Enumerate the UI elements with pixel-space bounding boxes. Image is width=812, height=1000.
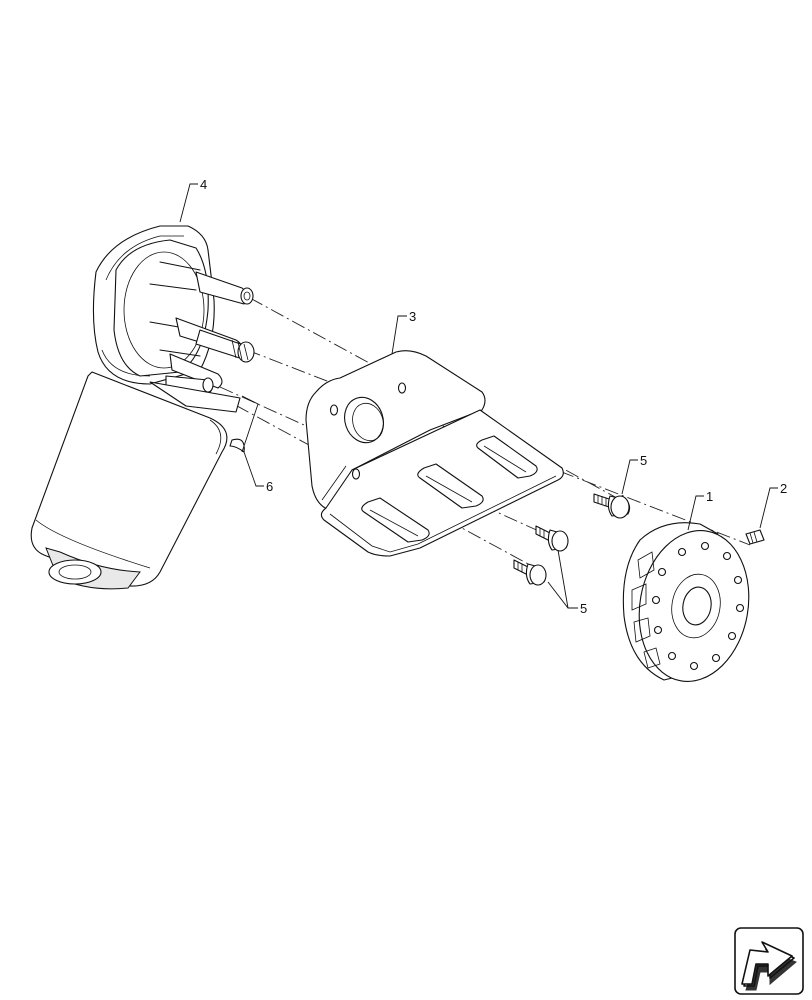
callout-6: 6 <box>266 479 273 494</box>
callout-2: 2 <box>780 481 787 496</box>
callout-4: 4 <box>200 177 207 192</box>
motor-part-4 <box>30 225 255 590</box>
bracket-part-3 <box>305 350 564 557</box>
next-page-arrow-icon[interactable] <box>734 927 804 995</box>
bolt-part-5-middle <box>535 525 569 552</box>
bolt-part-5-upper <box>593 493 631 519</box>
callout-leaders <box>179 183 778 609</box>
callout-5-upper: 5 <box>640 453 647 468</box>
pulley-part-1 <box>622 522 750 682</box>
callout-1: 1 <box>706 489 713 504</box>
callout-3: 3 <box>409 309 416 324</box>
callout-5-lower: 5 <box>580 601 587 616</box>
pulley-bolt-holes <box>651 541 745 671</box>
bolt-part-5-lower <box>513 559 547 586</box>
set-screw-part-2 <box>745 529 765 545</box>
